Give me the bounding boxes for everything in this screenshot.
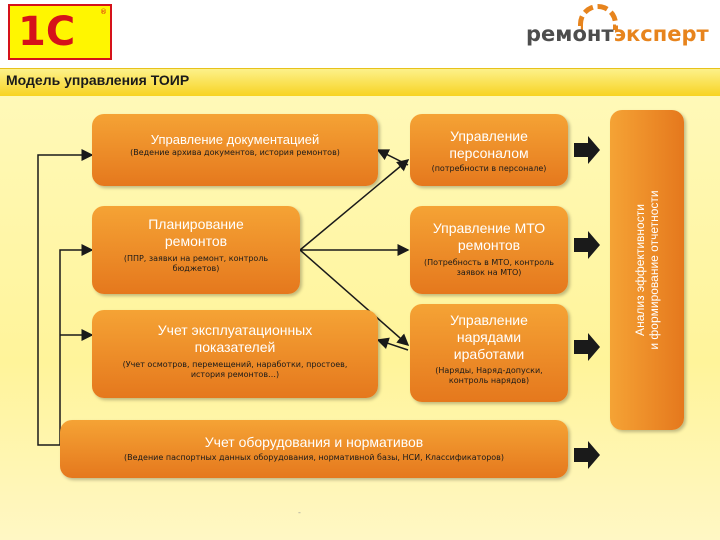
box-analysis-line2: и формирование отчетности xyxy=(647,190,661,350)
box-staff-management: Управление персоналом (потребности в пер… xyxy=(410,114,568,186)
page-title: Модель управления ТОИР xyxy=(6,72,190,88)
loop-line-inner xyxy=(59,244,94,445)
box-staff-subtitle: (потребности в персонале) xyxy=(431,164,547,173)
box-work-orders: Управление нарядами иработами (Наряды, Н… xyxy=(410,304,568,402)
box-analysis-title: Анализ эффективности и формирование отче… xyxy=(633,110,661,430)
logo-1c-reg: ® xyxy=(100,8,107,16)
logo-remont-expert: ремонтэксперт xyxy=(520,4,710,60)
box-planning-subtitle: (ППР, заявки на ремонт, контроль бюджето… xyxy=(123,254,269,273)
box-indicators-title: Учет эксплуатационных показателей xyxy=(157,322,313,355)
arrow-planning-staff xyxy=(299,159,410,251)
box-repair-planning: Планирование ремонтов (ППР, заявки на ре… xyxy=(92,206,300,294)
fat-arrow-mto xyxy=(574,231,600,259)
box-docs-title: Управление документацией xyxy=(150,132,320,147)
box-equipment-title: Учет оборудования и нормативов xyxy=(204,434,424,450)
box-docs-subtitle: (Ведение архива документов, история ремо… xyxy=(130,148,340,157)
arrow-orders-indicators xyxy=(376,337,409,351)
box-analysis-line1: Анализ эффективности xyxy=(633,204,647,336)
box-equipment-registry: Учет оборудования и нормативов (Ведение … xyxy=(60,420,568,478)
box-mto-title: Управление МТО ремонтов xyxy=(432,220,546,253)
fat-arrow-orders xyxy=(574,333,600,361)
logo-1c-text: 1С xyxy=(18,9,76,55)
box-planning-title: Планирование ремонтов xyxy=(148,216,244,249)
fat-arrow-staff xyxy=(574,136,600,164)
arrow-staff-docs xyxy=(376,149,409,166)
arrow-planning-orders xyxy=(299,249,410,346)
box-document-management: Управление документацией (Ведение архива… xyxy=(92,114,378,186)
loop-line-outer xyxy=(37,149,360,446)
box-equipment-subtitle: (Ведение паспортных данных оборудования,… xyxy=(123,453,505,462)
box-analysis-reporting xyxy=(610,110,684,430)
logo-part-expert: эксперт xyxy=(613,22,709,46)
box-orders-title: Управление нарядами иработами xyxy=(450,312,528,362)
box-mto-subtitle: (Потребность в МТО, контроль заявок на М… xyxy=(424,258,554,277)
footer-mark: - xyxy=(298,508,301,517)
gear-icon xyxy=(578,4,618,30)
fat-arrow-equipment xyxy=(574,441,600,469)
box-operational-indicators: Учет эксплуатационных показателей (Учет … xyxy=(92,310,378,398)
logo-remont-expert-text: ремонтэксперт xyxy=(526,22,709,46)
logo-1c: 1С ® xyxy=(8,4,112,60)
box-mto-management: Управление МТО ремонтов (Потребность в М… xyxy=(410,206,568,294)
box-indicators-subtitle: (Учет осмотров, перемещений, наработки, … xyxy=(122,360,348,379)
logo-part-remont: ремонт xyxy=(526,22,614,46)
header: 1С ® ремонтэксперт xyxy=(0,0,720,68)
box-staff-title: Управление персоналом xyxy=(449,128,529,161)
box-orders-subtitle: (Наряды, Наряд-допуски, контроль нарядов… xyxy=(435,366,543,385)
